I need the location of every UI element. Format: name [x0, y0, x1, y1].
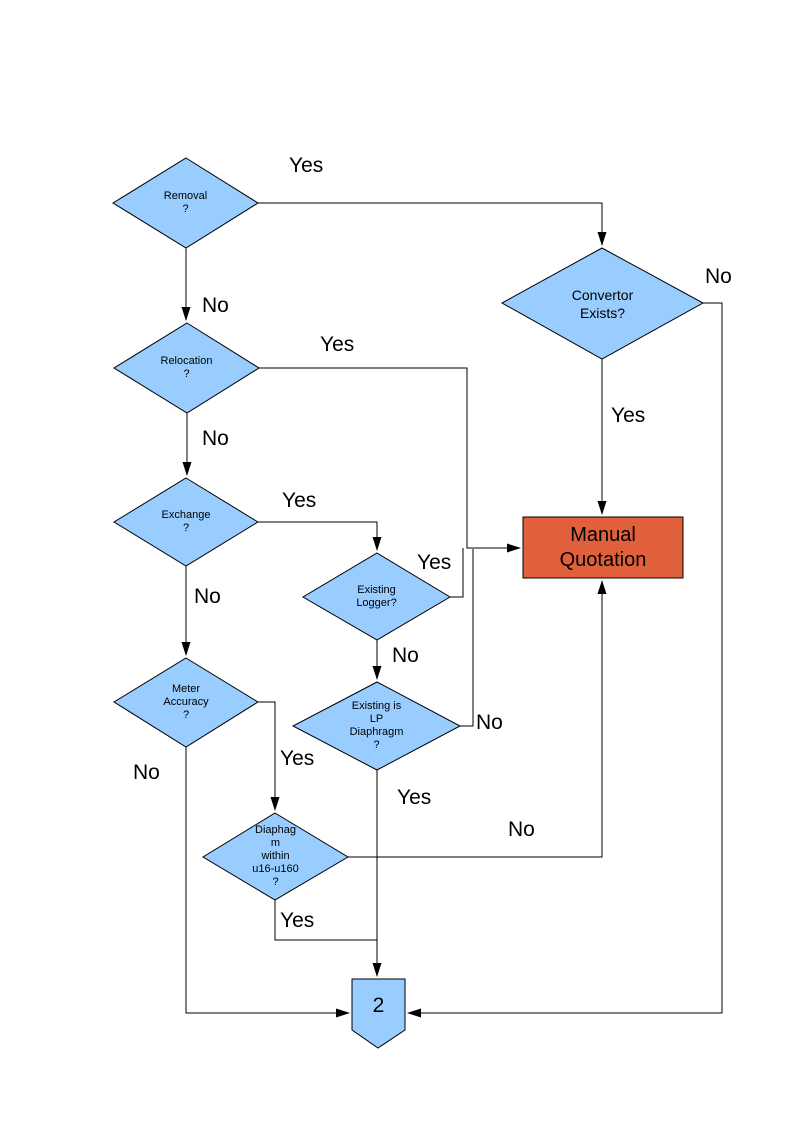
- edge-label-lp-yes: Yes: [397, 786, 432, 809]
- edge-label-exchange-no: No: [194, 585, 221, 608]
- decision-convertor-exists: [500, 247, 705, 360]
- edge-meter-no-line: [185, 747, 350, 1018]
- edge-label-relocation-no: No: [202, 427, 229, 450]
- edge-exchange-yes-line: [258, 521, 382, 551]
- edge-range-no-line: [348, 580, 607, 858]
- edge-meter-yes-line: [258, 701, 280, 811]
- edge-relocation-yes-line: [259, 367, 521, 553]
- edge-label-range-yes: Yes: [280, 909, 315, 932]
- edge-lp-no-line: [460, 549, 474, 727]
- edge-range-yes-line: [274, 900, 377, 941]
- decision-relocation: [113, 322, 260, 414]
- decision-existing-lp-diaphragm: [291, 681, 462, 771]
- edge-label-lp-no: No: [476, 711, 503, 734]
- edge-label-relocation-yes: Yes: [320, 333, 355, 356]
- edge-label-convertor-yes: Yes: [611, 404, 646, 427]
- decision-diaphragm-range: [202, 812, 349, 901]
- decision-meter-accuracy: [113, 657, 259, 748]
- edge-label-logger-no: No: [392, 644, 419, 667]
- decision-removal: [112, 157, 259, 249]
- offpage-connector-2: [351, 978, 406, 1049]
- edge-label-exchange-yes: Yes: [282, 489, 317, 512]
- process-manual-quotation: [522, 516, 684, 579]
- edge-label-removal-yes: Yes: [289, 154, 324, 177]
- edge-logger-yes-line: [450, 548, 464, 598]
- edge-label-removal-no: No: [202, 294, 229, 317]
- edge-label-meter-no: No: [133, 761, 160, 784]
- edge-label-convertor-no: No: [705, 265, 732, 288]
- edge-convertor-no-line: [407, 302, 723, 1018]
- edge-label-logger-yes: Yes: [417, 551, 452, 574]
- edge-label-meter-yes: Yes: [280, 747, 315, 770]
- decision-existing-logger: [302, 552, 451, 641]
- edge-removal-yes-line: [258, 202, 607, 246]
- edge-label-range-no: No: [508, 818, 535, 841]
- decision-exchange: [113, 477, 259, 567]
